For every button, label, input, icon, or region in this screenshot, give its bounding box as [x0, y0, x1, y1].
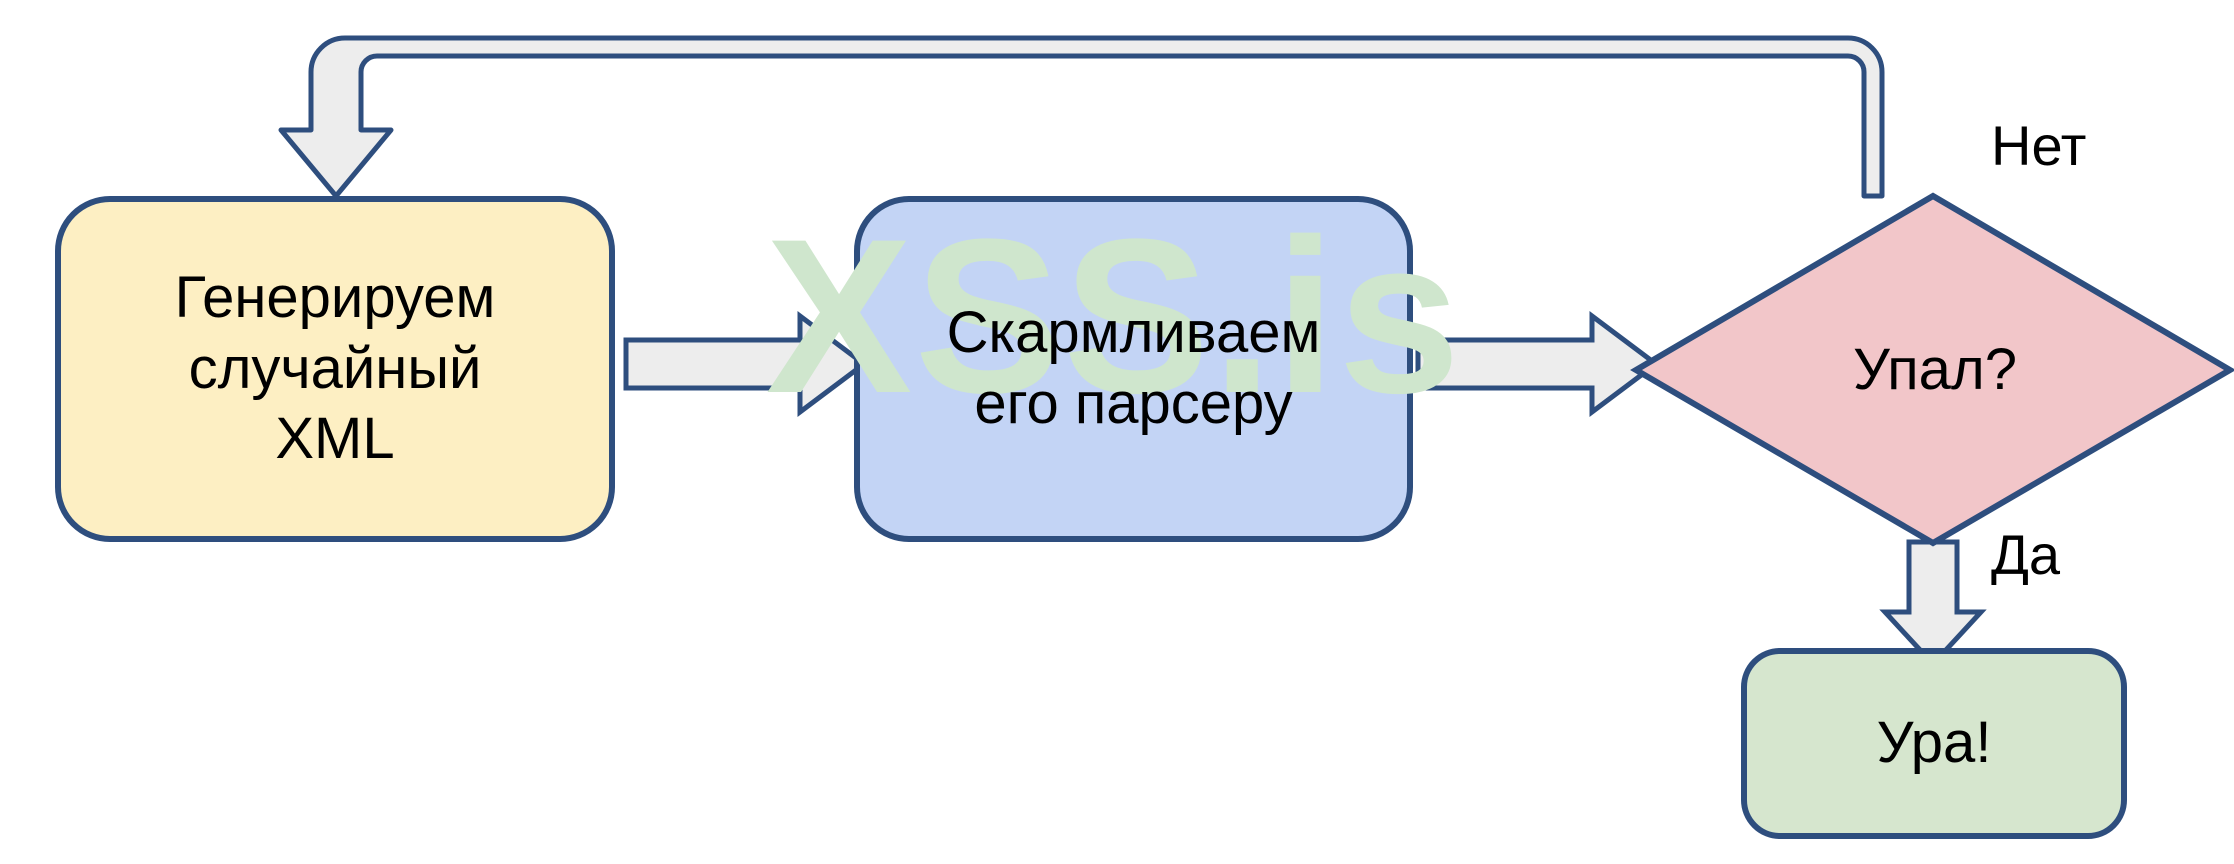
edge-feed-to-crashed — [1415, 311, 1661, 417]
edge-generate-to-feed — [623, 311, 869, 417]
node-hooray — [1741, 648, 2127, 839]
node-generate — [55, 196, 615, 542]
node-feed — [854, 196, 1413, 542]
edge-label-no: Нет — [1991, 114, 2087, 177]
node-crashed — [1630, 192, 2234, 547]
edge-crashed-to-hooray — [1879, 539, 1987, 668]
edge-label-yes: Да — [1991, 523, 2061, 586]
edge-crashed-to-generate — [278, 35, 1885, 199]
